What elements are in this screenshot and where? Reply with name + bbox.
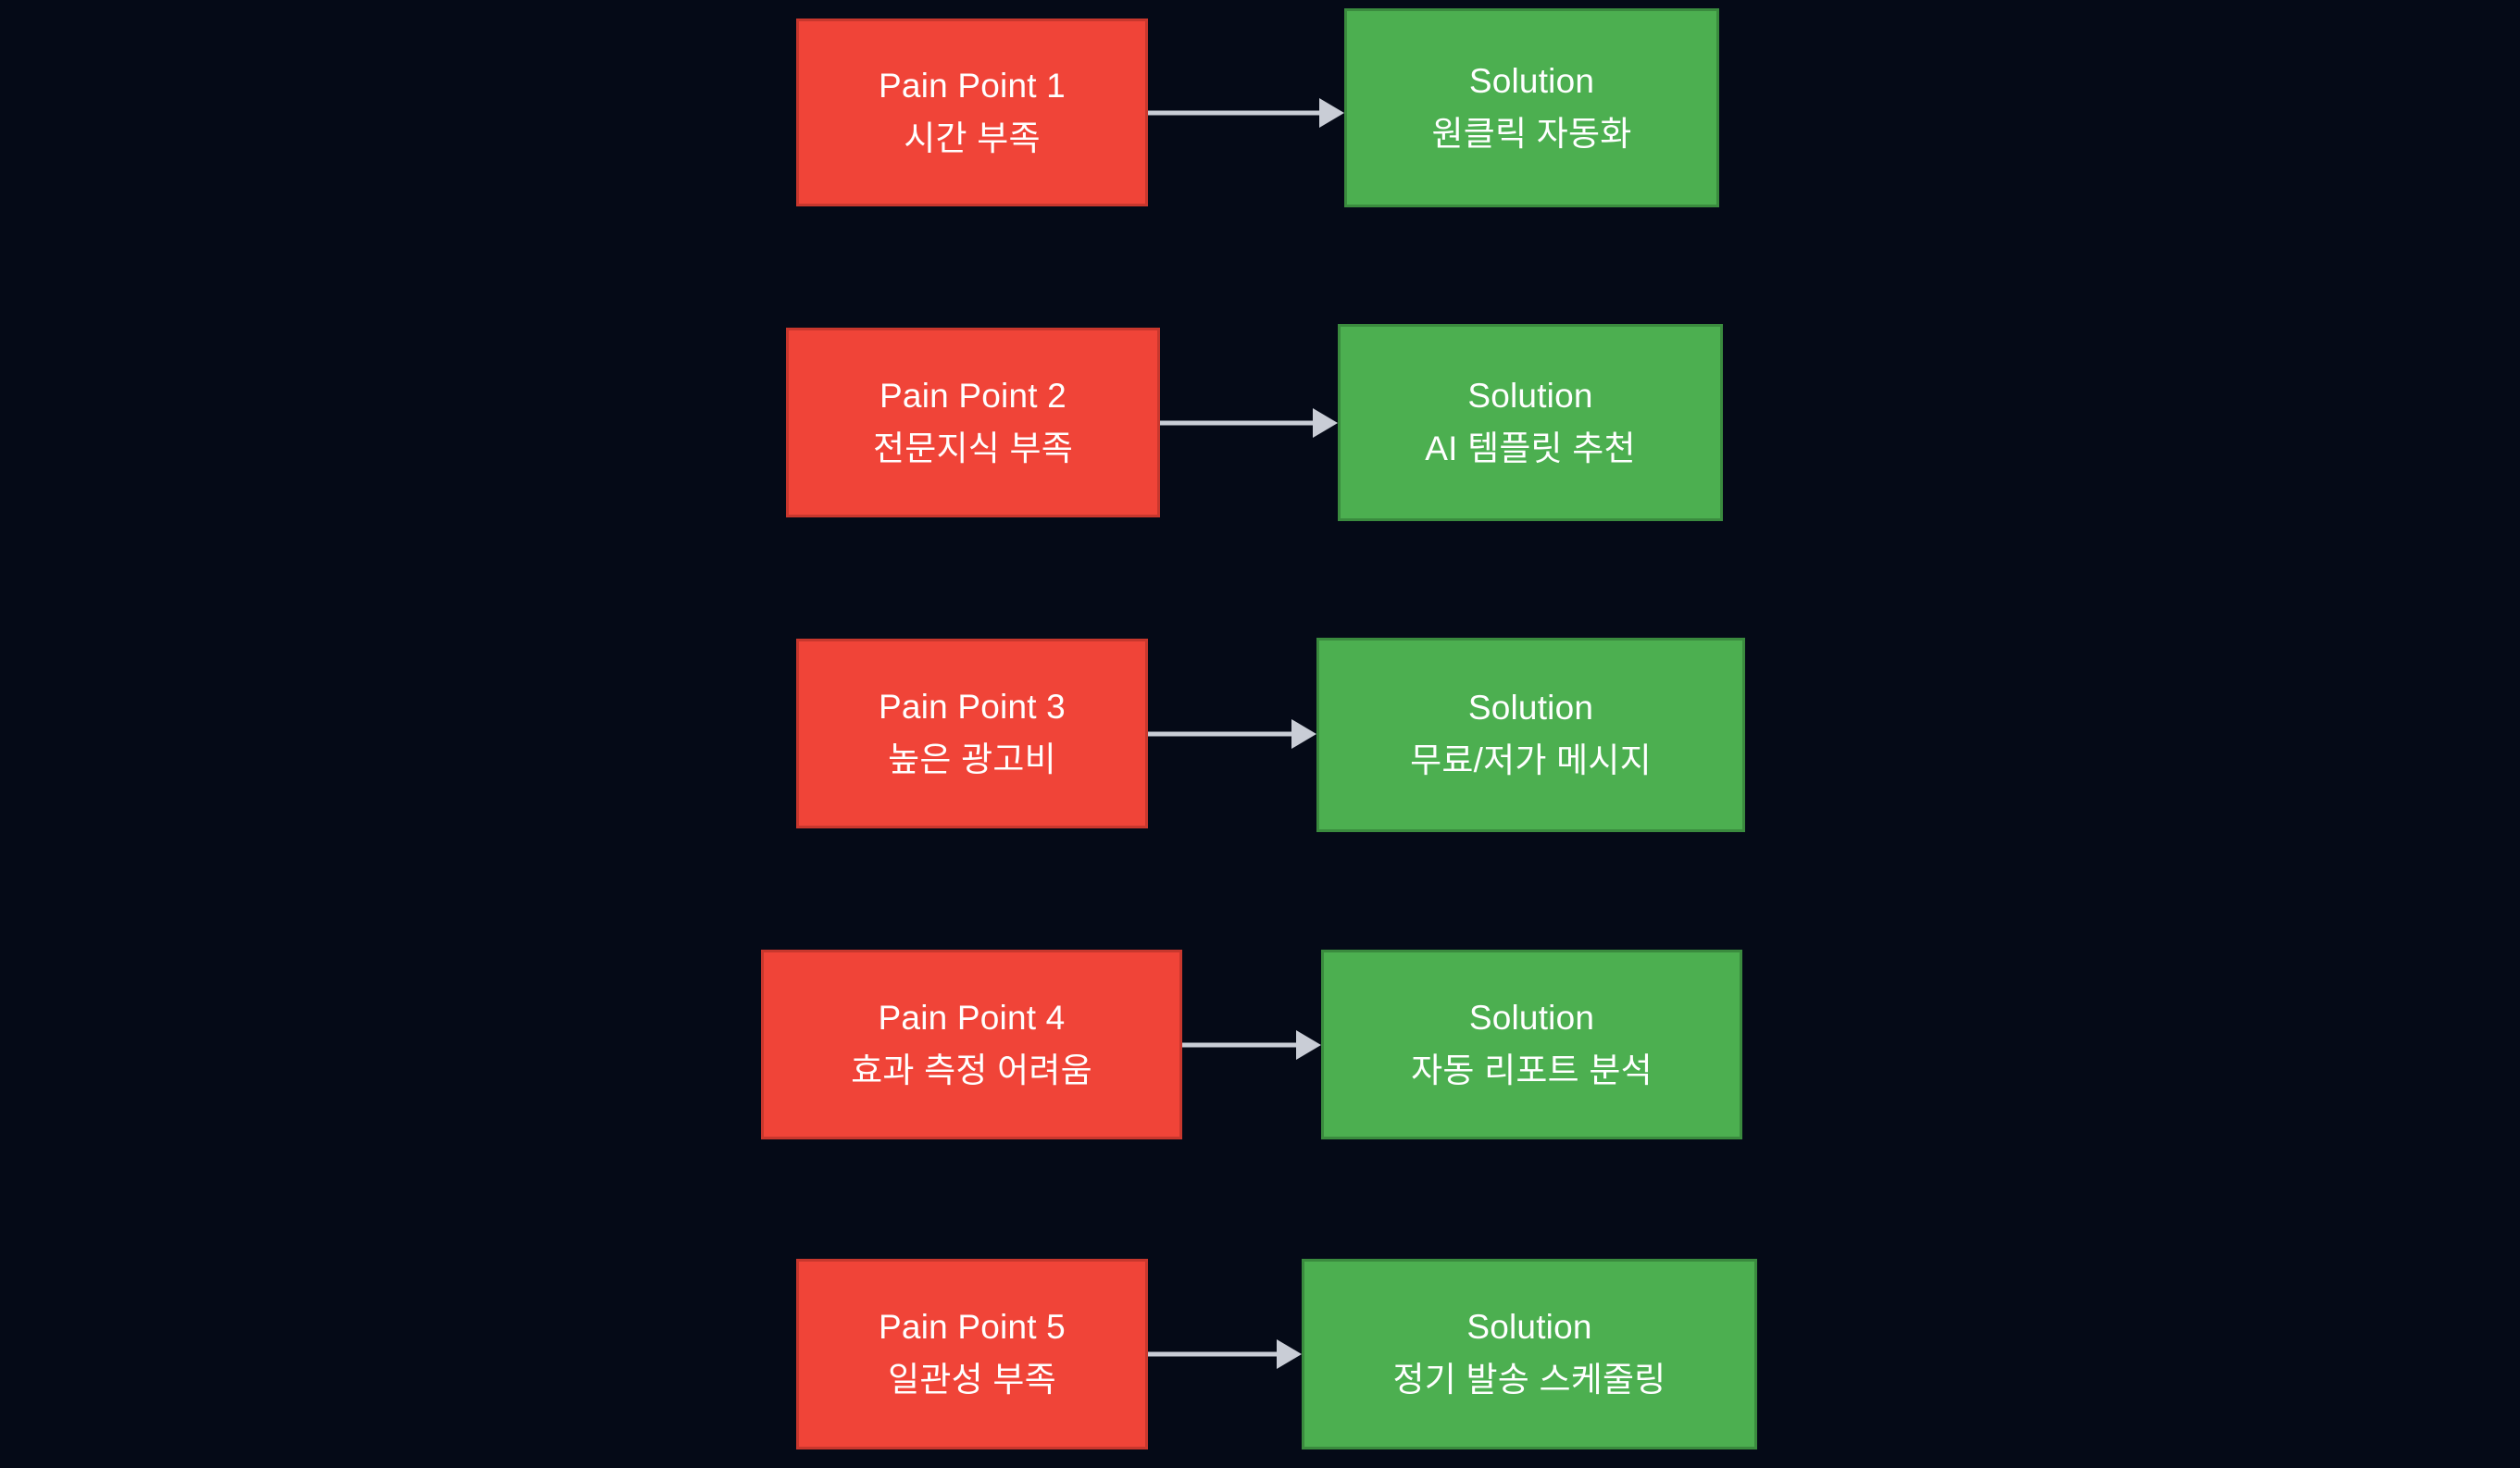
arrow-head bbox=[1313, 408, 1338, 438]
node-subtitle: 자동 리포트 분석 bbox=[1411, 1051, 1653, 1089]
node-title: Solution bbox=[1468, 998, 1595, 1037]
node-title: Pain Point 2 bbox=[880, 376, 1067, 415]
node-solution-5[interactable]: Solution 정기 발송 스케줄링 bbox=[1302, 1259, 1757, 1449]
arrow-head bbox=[1319, 98, 1344, 128]
node-pain-point-4[interactable]: Pain Point 4 효과 측정 어려움 bbox=[761, 950, 1182, 1139]
node-title: Pain Point 5 bbox=[879, 1308, 1066, 1347]
node-title: Solution bbox=[1468, 61, 1595, 100]
arrow-head bbox=[1277, 1339, 1302, 1369]
node-solution-3[interactable]: Solution 무료/저가 메시지 bbox=[1316, 638, 1745, 832]
node-subtitle: 무료/저가 메시지 bbox=[1410, 741, 1652, 779]
node-pain-point-1[interactable]: Pain Point 1 시간 부족 bbox=[796, 19, 1148, 206]
node-pain-point-2[interactable]: Pain Point 2 전문지식 부족 bbox=[786, 328, 1160, 517]
node-subtitle: 일관성 부족 bbox=[888, 1361, 1056, 1399]
arrow-shaft bbox=[1148, 731, 1291, 737]
arrow-shaft bbox=[1182, 1042, 1296, 1048]
node-title: Solution bbox=[1467, 689, 1594, 728]
node-title: Solution bbox=[1467, 376, 1593, 415]
node-subtitle: 높은 광고비 bbox=[888, 740, 1056, 778]
arrow-shaft bbox=[1148, 1351, 1277, 1357]
node-subtitle: 전문지식 부족 bbox=[873, 429, 1073, 467]
node-title: Solution bbox=[1466, 1308, 1592, 1347]
node-subtitle: 시간 부족 bbox=[904, 118, 1041, 157]
node-solution-2[interactable]: Solution AI 템플릿 추천 bbox=[1338, 324, 1723, 521]
node-solution-1[interactable]: Solution 원클릭 자동화 bbox=[1344, 8, 1719, 207]
node-pain-point-5[interactable]: Pain Point 5 일관성 부족 bbox=[796, 1259, 1148, 1449]
node-subtitle: 효과 측정 어려움 bbox=[851, 1051, 1092, 1089]
node-title: Pain Point 1 bbox=[879, 66, 1066, 105]
arrow-shaft bbox=[1148, 110, 1319, 116]
node-title: Pain Point 4 bbox=[878, 998, 1066, 1037]
node-solution-4[interactable]: Solution 자동 리포트 분석 bbox=[1321, 950, 1742, 1139]
node-title: Pain Point 3 bbox=[879, 687, 1066, 726]
node-subtitle: 원클릭 자동화 bbox=[1431, 114, 1632, 153]
node-subtitle: 정기 발송 스케줄링 bbox=[1392, 1361, 1666, 1399]
arrow-head bbox=[1296, 1030, 1321, 1060]
arrow-shaft bbox=[1160, 420, 1313, 426]
node-subtitle: AI 템플릿 추천 bbox=[1425, 429, 1636, 467]
arrow-head bbox=[1291, 719, 1316, 749]
node-pain-point-3[interactable]: Pain Point 3 높은 광고비 bbox=[796, 639, 1148, 828]
